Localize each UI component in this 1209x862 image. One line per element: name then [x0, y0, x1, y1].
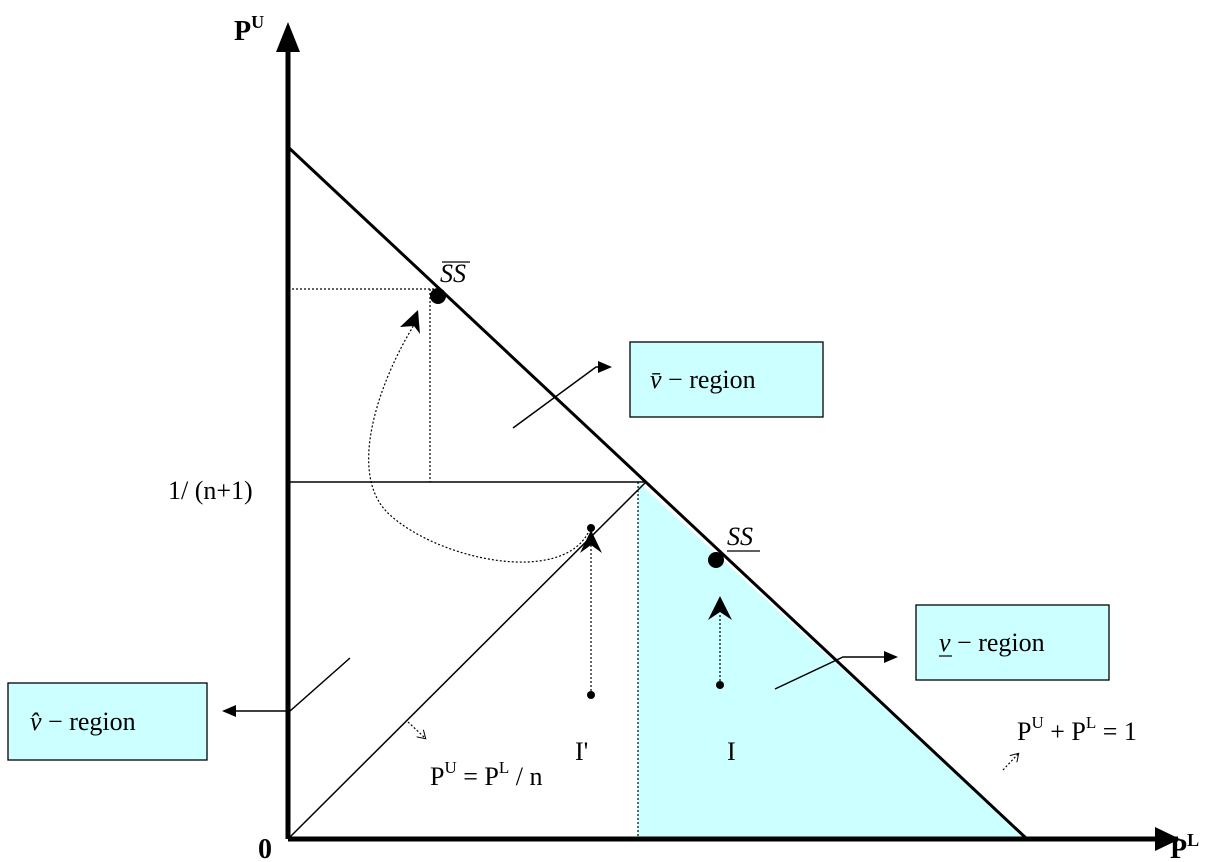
path-i-arrowhead: [708, 596, 732, 620]
v-hat-region-label: v̂ − region: [30, 707, 136, 736]
budget-eq-pointer: [1002, 754, 1018, 771]
v-under-region-label: v − region: [939, 628, 1045, 657]
v-under-pointer-arrowhead: [884, 651, 898, 663]
v-bar-region-label: v̄ − region: [650, 365, 756, 394]
i-prime-target-point: [587, 524, 595, 532]
y-axis-label: PU: [234, 12, 264, 47]
ss-lower-point: [708, 552, 724, 568]
v-under-pointer: [774, 656, 884, 690]
diagonal-equation: PU = PL / n: [430, 758, 543, 791]
v-bar-region-box: [629, 341, 824, 418]
ss-upper-point: [430, 288, 446, 304]
start-i-prime-label: I': [575, 737, 588, 766]
x-axis-label: PL: [1170, 830, 1199, 862]
v-bar-pointer-arrowhead: [598, 361, 612, 373]
ss-lower-label: SS: [727, 522, 753, 551]
v-hat-region-box: [7, 682, 208, 761]
v-hat-pointer-arrowhead: [222, 705, 236, 717]
y-tick-label: 1/ (n+1): [168, 476, 253, 505]
ss-upper-label: SS: [440, 259, 466, 288]
v-under-region-box: [915, 604, 1110, 681]
v-bar-pointer: [512, 366, 603, 429]
budget-equation: PU + PL = 1: [1017, 713, 1137, 746]
y-axis-arrowhead: [276, 22, 300, 52]
start-i-label: I: [727, 737, 736, 766]
origin-label: 0: [258, 834, 272, 862]
v-hat-pointer: [232, 657, 351, 712]
curved-path-to-ss-upper: [368, 324, 589, 563]
diag-eq-pointer: [407, 721, 425, 738]
budget-line: [286, 145, 1029, 841]
x-axis-arrowhead: [1155, 827, 1180, 851]
curved-path-arrowhead: [400, 310, 420, 334]
path-i-prime-arrowhead: [580, 530, 602, 553]
